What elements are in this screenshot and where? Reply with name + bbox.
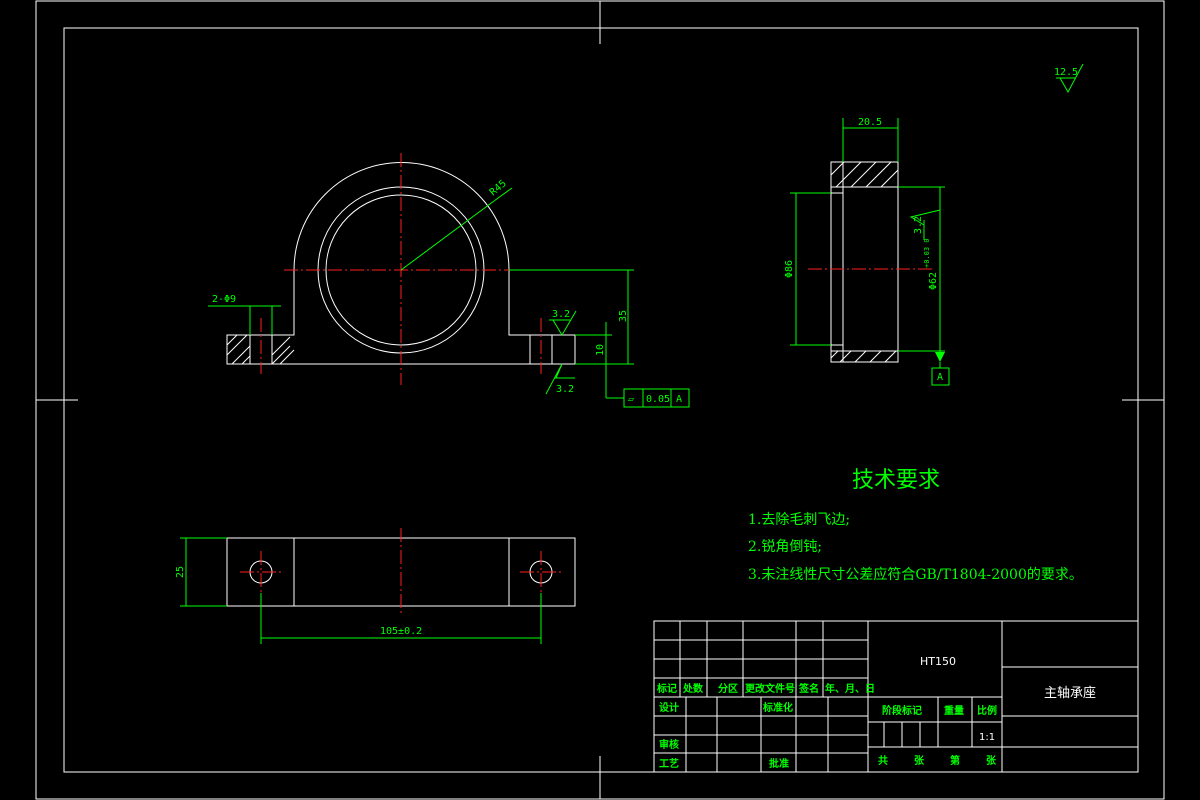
side-view-hatch-top — [830, 161, 899, 188]
front-view: R45 2-Φ9 35 10 3.2 3.2 ▱ 0.05 A — [208, 153, 690, 408]
technical-requirements: 技术要求 1.去除毛刺飞边; 2.锐角倒钝; 3.未注线性尺寸公差应符合GB/T… — [748, 468, 1083, 583]
tb-scale-label: 比例 — [977, 704, 997, 717]
top-width-label: 25 — [175, 566, 186, 578]
tb-total: 共 — [878, 754, 888, 767]
tolerance-label: +0.03 0 — [923, 238, 931, 268]
roughness-top: 3.2 — [552, 309, 570, 320]
tb-zone: 分区 — [718, 682, 738, 695]
radius-label: R45 — [488, 178, 509, 198]
flatness-value: 0.05 — [646, 394, 670, 405]
title-block: 标记 处数 分区 更改文件号 签名 年、月、日 设计 标准化 审核 工艺 批准 … — [653, 620, 1139, 773]
flatness-datum: A — [676, 394, 682, 405]
tb-mark: 标记 — [656, 682, 677, 695]
tb-page: 第 — [950, 754, 960, 767]
tb-change-doc: 更改文件号 — [745, 682, 795, 695]
top-view: 25 105±0.2 — [175, 528, 576, 644]
requirement-1: 1.去除毛刺飞边; — [748, 512, 850, 528]
front-view-hole-section — [226, 334, 295, 365]
datum-a: A — [937, 372, 943, 383]
side-roughness: 3.2 — [913, 216, 924, 234]
tb-sheets-2: 张 — [986, 754, 997, 767]
requirement-2: 2.锐角倒钝; — [748, 539, 822, 555]
requirements-title: 技术要求 — [852, 468, 940, 493]
hole-count-label: 2-Φ9 — [212, 294, 236, 305]
tb-signature: 签名 — [798, 682, 819, 695]
base-height-label: 10 — [595, 344, 606, 356]
requirement-3: 3.未注线性尺寸公差应符合GB/T1804-2000的要求。 — [748, 566, 1083, 583]
tb-stage-mark: 阶段标记 — [882, 704, 922, 717]
roughness-bottom: 3.2 — [556, 384, 574, 395]
general-roughness-value: 12.5 — [1054, 67, 1078, 78]
flatness-symbol: ▱ — [628, 394, 634, 405]
side-width-label: 20.5 — [858, 117, 882, 128]
bore-label: Φ86 — [784, 260, 795, 278]
tb-count: 处数 — [682, 682, 704, 695]
tb-date: 年、月、日 — [825, 682, 875, 695]
tb-approve: 批准 — [769, 757, 789, 770]
tb-review: 审核 — [659, 738, 679, 751]
tb-weight: 重量 — [944, 704, 964, 717]
height-35-label: 35 — [618, 310, 629, 322]
sheet-frame — [35, 0, 1165, 800]
tb-material: HT150 — [920, 655, 956, 668]
tb-process: 工艺 — [659, 757, 679, 770]
side-view: 20.5 Φ86 Φ62 +0.03 0 3.2 A — [784, 117, 950, 386]
tb-scale-value: 1:1 — [979, 732, 995, 743]
top-length-label: 105±0.2 — [380, 626, 422, 637]
general-roughness-symbol: 12.5 — [1054, 63, 1084, 94]
tb-part-name: 主轴承座 — [1044, 686, 1096, 701]
outer-dia-label: Φ62 — [928, 272, 939, 290]
tb-design: 设计 — [659, 701, 679, 714]
tb-sheets-1: 张 — [914, 754, 925, 767]
side-view-hatch-bottom — [830, 350, 897, 363]
tb-standardize: 标准化 — [762, 701, 793, 714]
